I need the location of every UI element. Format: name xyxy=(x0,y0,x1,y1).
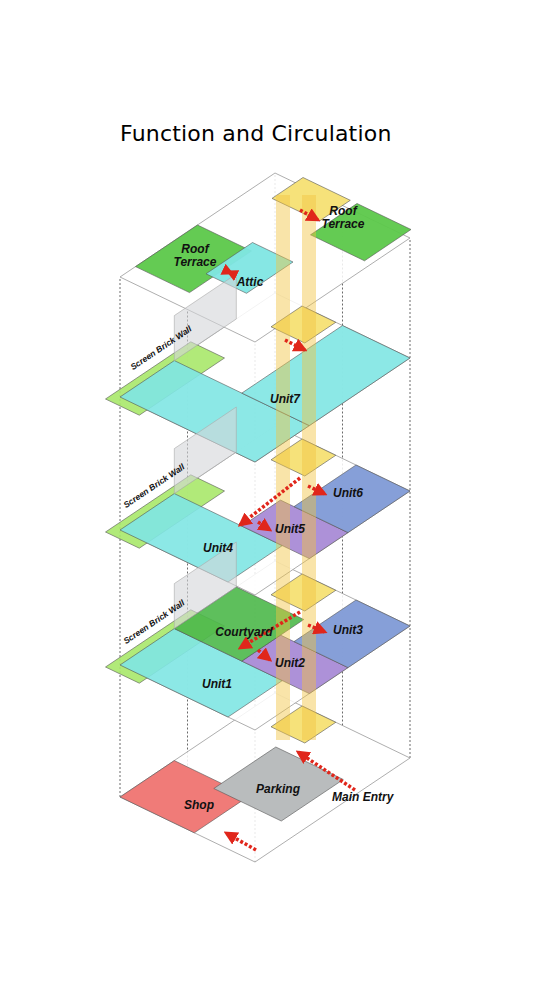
area-label: Unit6 xyxy=(333,487,363,500)
area-label: Courtyard xyxy=(215,626,272,639)
floor-area: Unit5 xyxy=(272,522,308,537)
floor-area: Unit7 xyxy=(267,392,303,407)
circulation-arrow xyxy=(240,478,300,525)
unit-area xyxy=(242,326,410,426)
floor-area: Unit2 xyxy=(272,656,308,671)
floor-area: Parking xyxy=(253,782,303,797)
area-label: Unit4 xyxy=(203,542,233,555)
floor-area: Courtyard xyxy=(212,625,275,640)
floor-area: Unit6 xyxy=(330,486,366,501)
circulation-arrow xyxy=(308,625,325,632)
circulation-arrow xyxy=(300,210,318,220)
area-label: Roof Terrace xyxy=(167,243,223,268)
floor-area: Roof Terrace xyxy=(164,242,226,269)
floor-area: Shop xyxy=(181,798,217,813)
area-label: Unit3 xyxy=(333,624,363,637)
parking-area xyxy=(214,747,343,821)
area-label: Unit1 xyxy=(202,678,232,691)
floor-area: Unit3 xyxy=(330,623,366,638)
area-label: Roof Terrace xyxy=(315,205,371,230)
area-label: Shop xyxy=(184,799,214,812)
screen-brick-wall xyxy=(174,274,236,361)
area-label: Attic xyxy=(237,276,264,289)
circulation-arrow xyxy=(285,340,305,350)
area-label: Unit5 xyxy=(275,523,305,536)
circulation-arrow xyxy=(308,486,325,494)
circulation-arrow xyxy=(226,833,256,850)
entry-label: Main Entry xyxy=(332,790,393,804)
projection-line xyxy=(410,238,411,758)
circulation-connector xyxy=(228,272,232,274)
screen-brick-wall xyxy=(174,407,236,494)
diagram-title: Function and Circulation xyxy=(120,121,392,146)
circulation-arrow xyxy=(298,752,355,790)
floor-area: Roof Terrace xyxy=(312,204,374,231)
area-label: Unit7 xyxy=(270,393,300,406)
shop-area xyxy=(120,761,249,833)
screen-brick-wall xyxy=(174,542,236,629)
area-label: Parking xyxy=(256,783,300,796)
floor-plate xyxy=(120,173,410,342)
area-label: Unit2 xyxy=(275,657,305,670)
circulation-arrow xyxy=(258,650,270,660)
floor-area: Attic xyxy=(234,275,267,290)
floor-area: Unit4 xyxy=(200,541,236,556)
circulation-arrow xyxy=(258,522,270,530)
floor-area: Unit1 xyxy=(199,677,235,692)
